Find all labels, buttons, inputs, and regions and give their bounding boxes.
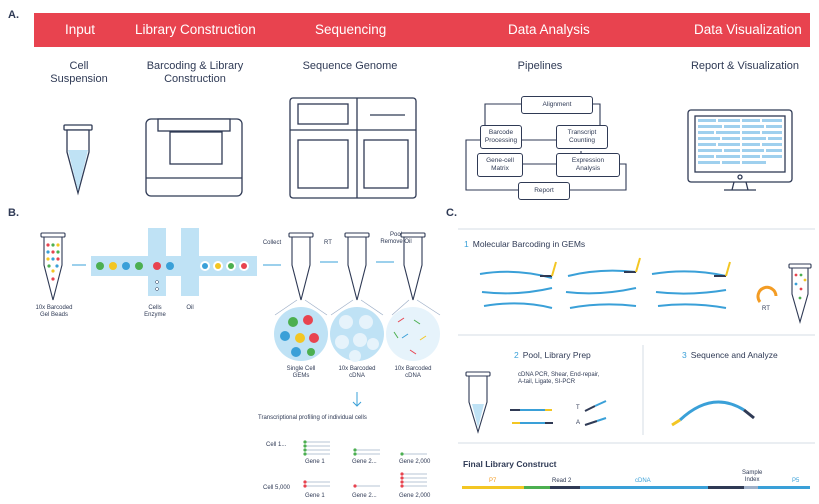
- gel-bead-tube-icon: [40, 232, 66, 301]
- cdna-strands-gems: [479, 269, 727, 309]
- label-gene-1-a: Gene 1: [305, 459, 325, 465]
- label-single-cell-gems: Single Cell GEMs: [286, 366, 316, 379]
- library-prep-strands: [510, 400, 607, 426]
- label-a: A: [576, 420, 581, 426]
- barcode-oligos: [540, 257, 731, 277]
- pooled-cdna-circle: [386, 307, 440, 361]
- step-3-number: 3: [682, 350, 687, 360]
- rt-tube-icon: [344, 232, 370, 301]
- rt-enzyme-icon: [756, 285, 778, 303]
- segment-sample-index: Sample Index: [742, 470, 763, 483]
- pipeline-box-report: Report: [518, 182, 570, 200]
- subtitle-visualization: Report & Visualization: [690, 60, 800, 72]
- subtitle-input: Cell Suspension: [50, 60, 108, 85]
- label-rt: RT: [324, 240, 332, 246]
- zoom-lines: [274, 299, 441, 316]
- label-barcoded-cdna-1: 10x Barcoded cDNA: [338, 366, 376, 379]
- label-gene-2-b: Gene 2...: [352, 493, 377, 499]
- label-cell-1: Cell 1...: [266, 442, 287, 448]
- library-tube-dots-c: [794, 273, 807, 300]
- workflow-header-bar: Input Library Construction Sequencing Da…: [34, 13, 810, 47]
- gem-zoom-circle: [274, 307, 328, 361]
- label-barcoded-cdna-2: 10x Barcoded cDNA: [394, 366, 432, 379]
- panel-label-b: B.: [8, 207, 19, 219]
- label-gel-beads: 10x Barcoded Gel Beads: [35, 305, 73, 318]
- label-profiling: Transcriptional profiling of individual …: [258, 415, 367, 421]
- step-2-number: 2: [514, 350, 519, 360]
- step-3-label: Sequence and Analyze: [690, 350, 778, 360]
- pipeline-box-genecell: Gene-cell Matrix: [477, 153, 523, 177]
- down-arrow: [352, 392, 362, 407]
- segment-p5: P5: [792, 478, 800, 484]
- label-pool: Pool Remove Oil: [380, 232, 412, 245]
- label-t: T: [576, 405, 580, 411]
- report-text-lines: [698, 119, 782, 164]
- pipeline-box-barcode: Barcode Processing: [480, 125, 522, 149]
- header-step-sequencing: Sequencing: [315, 22, 387, 37]
- header-step-visualization: Data Visualization: [694, 22, 802, 37]
- final-library-title: Final Library Construct: [463, 459, 557, 469]
- step-2-label: Pool, Library Prep: [522, 350, 591, 360]
- segment-read2: Read 2: [552, 478, 572, 484]
- tube-icon: [63, 124, 93, 196]
- label-cell-5000: Cell 5,000: [263, 485, 291, 491]
- segment-cdna: cDNA: [635, 478, 651, 484]
- subtitle-library: Barcoding & Library Construction: [146, 60, 244, 85]
- sequencer-icon: [289, 97, 417, 199]
- label-collect: Collect: [262, 240, 282, 246]
- label-gene-2-a: Gene 2...: [352, 459, 377, 465]
- gene-profile-cell1: [305, 441, 427, 455]
- subtitle-analysis: Pipelines: [517, 60, 563, 72]
- header-step-library: Library Construction: [135, 22, 256, 37]
- header-step-analysis: Data Analysis: [508, 22, 590, 37]
- step-1-number: 1: [464, 239, 469, 249]
- segment-p7: P7: [489, 478, 497, 484]
- sequencing-read: [671, 400, 755, 427]
- collect-tube-icon: [288, 232, 314, 301]
- pipeline-box-expression: Expression Analysis: [556, 153, 620, 177]
- gene-profile-cell5000-dots: [303, 472, 404, 488]
- gel-beads-dots: [46, 243, 60, 281]
- label-rt-c: RT: [762, 306, 770, 312]
- gene-profile-cell1-dots: [303, 440, 404, 456]
- label-gene-2000-b: Gene 2,000: [399, 493, 431, 499]
- label-gene-1-b: Gene 1: [305, 493, 325, 499]
- panel-label-a: A.: [8, 9, 19, 21]
- final-library-construct: [462, 486, 810, 489]
- label-cells-enzyme: Cells Enzyme: [144, 305, 166, 318]
- microfluidic-chip: [91, 228, 257, 296]
- label-oil: Oil: [186, 305, 194, 311]
- gene-profile-cell5000: [305, 473, 427, 487]
- pool-tube-icon: [400, 232, 426, 301]
- controller-instrument-icon: [145, 118, 243, 197]
- label-library-prep-detail: cDNA PCR, Shear, End-repair, A-tail, Lig…: [518, 372, 600, 385]
- pool-tube-fill: [472, 404, 484, 428]
- step-1-label: Molecular Barcoding in GEMs: [472, 239, 586, 249]
- panel-label-c: C.: [446, 207, 457, 219]
- pipeline-box-transcript: Transcript Counting: [556, 125, 608, 149]
- cdna-zoom-circle: [330, 307, 384, 362]
- header-step-input: Input: [65, 22, 96, 37]
- pipeline-arrows: [465, 103, 627, 191]
- pipeline-box-alignment: Alignment: [521, 96, 593, 114]
- library-tube-icon-c: [788, 263, 812, 325]
- subtitle-sequencing: Sequence Genome: [302, 60, 398, 72]
- label-gene-2000-a: Gene 2,000: [399, 459, 431, 465]
